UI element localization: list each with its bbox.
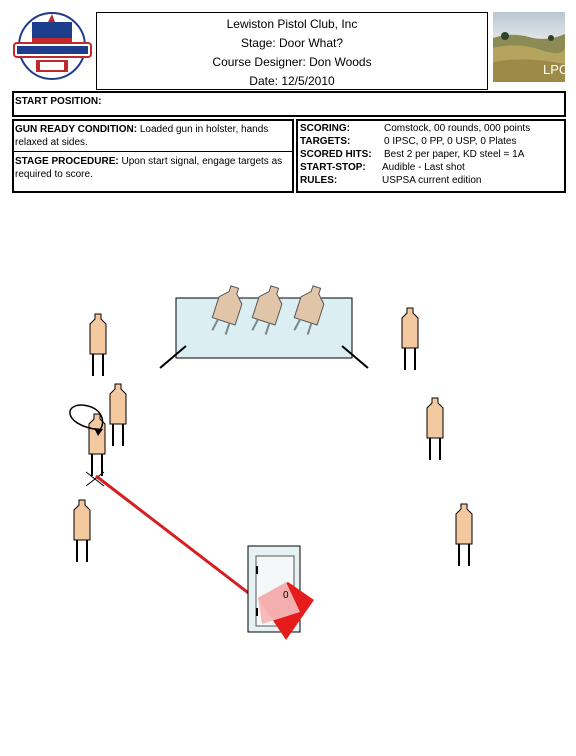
target-left-2 [109, 383, 127, 446]
start-stop-label: START-STOP: [300, 162, 366, 173]
door-target-label: 0 [283, 590, 289, 601]
turn-arrow [69, 404, 104, 433]
target-right-1 [401, 307, 419, 370]
target-right-3 [455, 503, 473, 566]
course-designer: Course Designer: Don Woods [212, 55, 372, 69]
scored-hits-label: SCORED HITS: [300, 149, 372, 160]
scoring-value: Comstock, 00 rounds, 000 points [384, 123, 531, 134]
rules-value: USPSA current edition [382, 175, 482, 186]
conditions-box: GUN READY CONDITION: Loaded gun in holst… [12, 119, 294, 193]
door-hinge-top [256, 566, 258, 574]
stage-name: Stage: Door What? [240, 36, 344, 50]
wall-target-3 [293, 285, 325, 335]
club-name: Lewiston Pistol Club, Inc [226, 17, 358, 31]
fault-line [95, 474, 269, 610]
wall-target-2 [251, 285, 283, 335]
conditions-divider [14, 151, 292, 152]
club-logo [10, 10, 95, 82]
gun-ready-label: GUN READY CONDITION: [15, 124, 138, 135]
scoring-label: SCORING: [300, 123, 350, 134]
target-left-1 [89, 313, 107, 376]
scored-hits-value: Best 2 per paper, KD steel = 1A [384, 149, 525, 160]
procedure-text: Upon start signal, engage targets as req… [15, 156, 283, 180]
procedure-label: STAGE PROCEDURE: [15, 156, 119, 167]
target-right-2 [426, 397, 444, 460]
targets-value: 0 IPSC, 0 PP, 0 USP, 0 Plates [384, 136, 517, 147]
stage-date: Date: 12/5/2010 [249, 74, 335, 88]
gun-ready-condition: GUN READY CONDITION: Loaded gun in holst… [15, 123, 291, 149]
header-box: Lewiston Pistol Club, Inc Stage: Door Wh… [96, 12, 488, 90]
start-position-box: START POSITION: [12, 91, 566, 117]
photo-label: LPC [543, 62, 565, 77]
target-left-4 [73, 499, 91, 562]
turn-arrow-head [94, 428, 103, 436]
door-open-panel [258, 582, 300, 624]
header-photo: LPC [493, 12, 568, 82]
stage-procedure: STAGE PROCEDURE: Upon start signal, enga… [15, 155, 291, 181]
targets-label: TARGETS: [300, 136, 351, 147]
wall-leg-right [341, 345, 369, 369]
wall-target-1 [211, 285, 243, 335]
start-stop-value: Audible - Last shot [382, 162, 465, 173]
wall-leg-left [159, 345, 187, 369]
rules-label: RULES: [300, 175, 338, 186]
start-position-label: START POSITION: [15, 96, 102, 107]
door-hinge-bottom [256, 608, 258, 616]
scoring-box: SCORING: Comstock, 00 rounds, 000 points… [296, 119, 566, 193]
gun-ready-text: Loaded gun in holster, hands relaxed at … [15, 124, 269, 148]
